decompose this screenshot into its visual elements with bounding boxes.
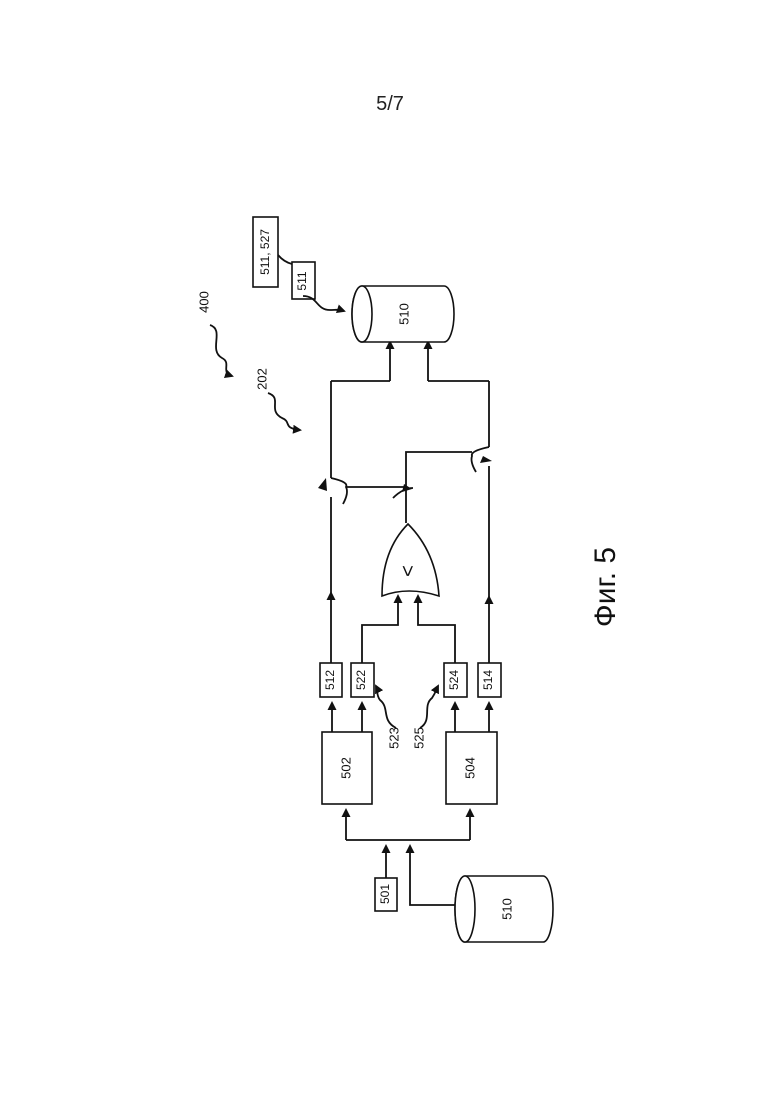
ref-525-label: 525 xyxy=(411,727,426,749)
tag-connector xyxy=(278,255,292,264)
leader-202 xyxy=(268,393,300,430)
processor-502-label: 502 xyxy=(338,757,353,779)
figure-caption: Фиг. 5 xyxy=(589,547,622,627)
wire-storage-to-bus xyxy=(410,846,455,905)
switch-left xyxy=(318,478,347,504)
comparator-gate xyxy=(382,524,439,596)
tag-511-527-label: 511, 527 xyxy=(258,229,272,275)
wire-524-to-comparator xyxy=(418,596,455,663)
comparator-symbol: < xyxy=(397,565,419,577)
tag-511-label: 511 xyxy=(295,271,309,290)
leader-400 xyxy=(210,325,232,376)
signal-524-label: 524 xyxy=(447,670,461,690)
ref-523-label: 523 xyxy=(386,727,401,749)
signal-514-label: 514 xyxy=(481,670,495,690)
storage-output-label: 510 xyxy=(396,303,411,325)
storage-input-label: 510 xyxy=(499,898,514,920)
control-line-left xyxy=(346,487,406,523)
leader-525 xyxy=(420,686,438,728)
module-ref-label: 202 xyxy=(254,368,269,390)
system-ref-label: 400 xyxy=(196,291,211,313)
input-501-label: 501 xyxy=(378,884,392,904)
signal-522-label: 522 xyxy=(354,670,368,690)
control-line-right xyxy=(406,452,472,487)
signal-512-label: 512 xyxy=(323,670,337,690)
leader-523 xyxy=(376,686,396,728)
wire-522-to-comparator xyxy=(362,596,398,663)
processor-504-label: 504 xyxy=(462,757,477,779)
